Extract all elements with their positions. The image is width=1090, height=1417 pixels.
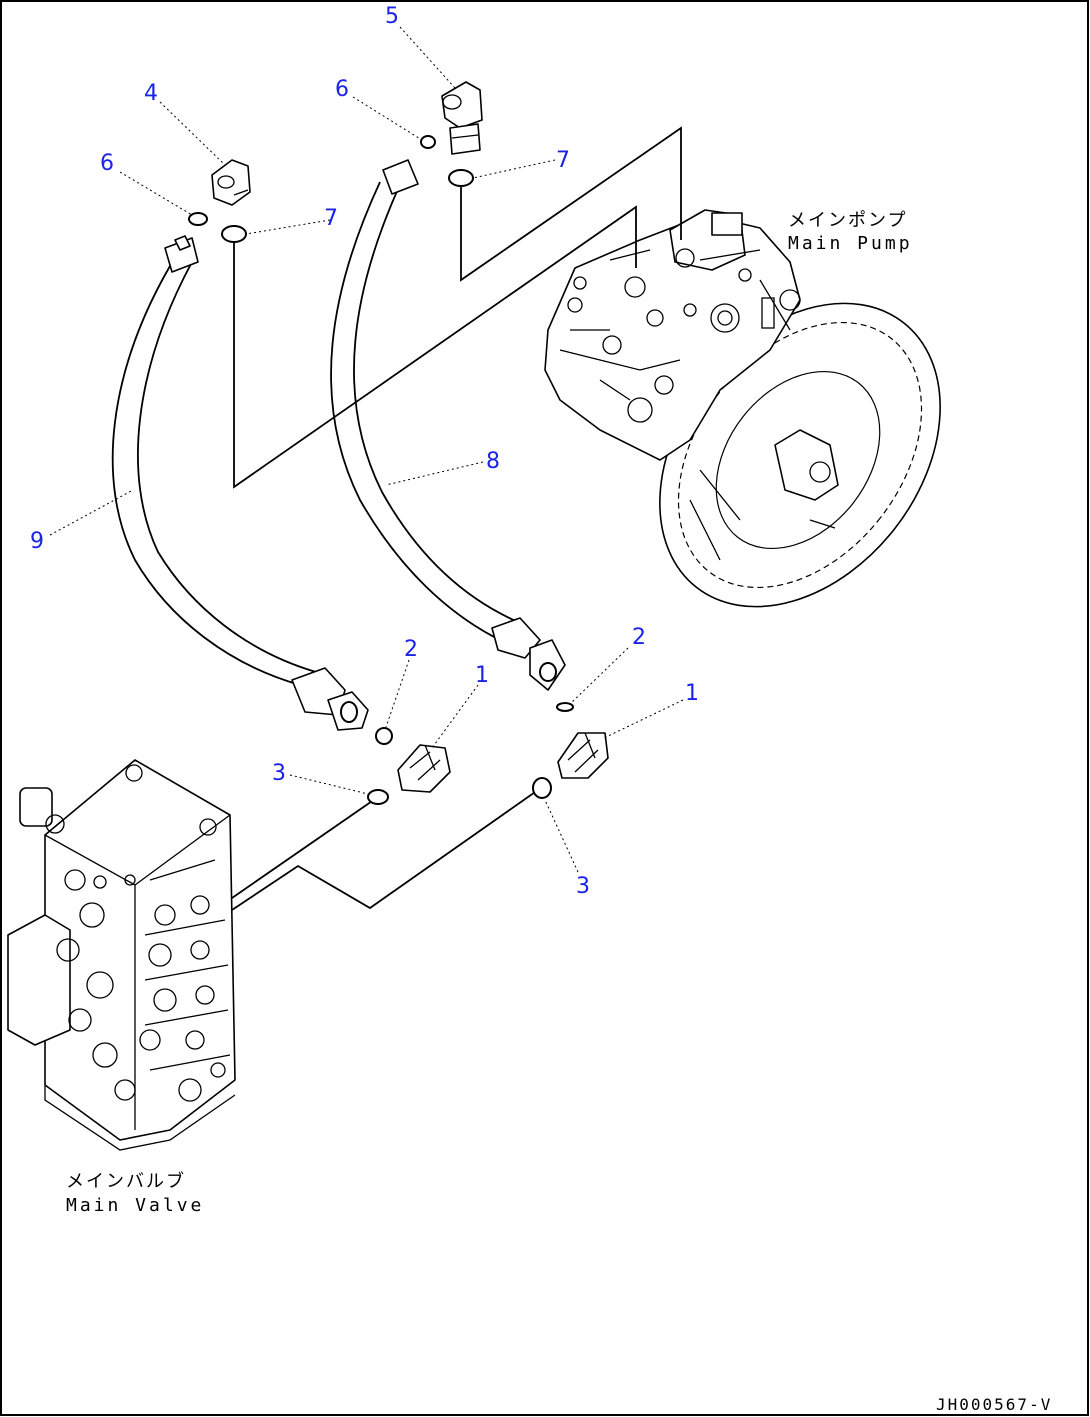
callout-3-left: 3 [272,761,286,786]
part-7-o-ring-left [221,225,247,243]
part-6-o-ring-upper [420,135,436,149]
part-1-adapter-right [557,732,609,779]
part-1-adapter-left [397,744,451,793]
main-valve-drawing [7,759,236,1151]
callout-4: 4 [144,81,158,106]
callout-6-left: 6 [100,151,114,176]
drawing-code: JH000567-V [936,1395,1052,1414]
part-3-o-ring-right [532,777,552,799]
part-7-o-ring-upper [448,169,474,187]
part-3-o-ring-left [367,789,389,805]
callout-3-right: 3 [576,874,590,899]
part-2-o-ring-right [556,702,574,712]
callout-numbers: 5 4 6 6 7 7 8 9 2 2 1 1 3 3 [30,4,699,899]
callout-1-left: 1 [475,663,489,688]
callout-1-right: 1 [685,681,699,706]
part-6-o-ring-left [188,212,208,226]
callout-9: 9 [30,529,44,554]
leader-lines [49,26,684,873]
part-4-elbow-fitting [211,159,251,206]
hose-8 [330,159,566,691]
callout-2-left: 2 [404,637,418,662]
part-2-o-ring-left [375,727,393,745]
main-pump-drawing [544,209,941,608]
main-valve-label-jp: メインバルブ [66,1170,186,1192]
hose-9 [111,235,369,731]
callout-6-upper: 6 [335,77,349,102]
callout-7-upper: 7 [556,148,570,173]
callout-5: 5 [385,4,399,29]
callout-2-right: 2 [632,625,646,650]
main-valve-label-en: Main Valve [66,1195,204,1216]
part-5-elbow-fitting [441,81,483,155]
callout-8: 8 [486,449,500,474]
callout-7-left: 7 [324,206,338,231]
main-pump-label-jp: メインポンプ [788,210,907,231]
connection-lines [231,126,682,911]
main-pump-label-en: Main Pump [788,233,913,254]
